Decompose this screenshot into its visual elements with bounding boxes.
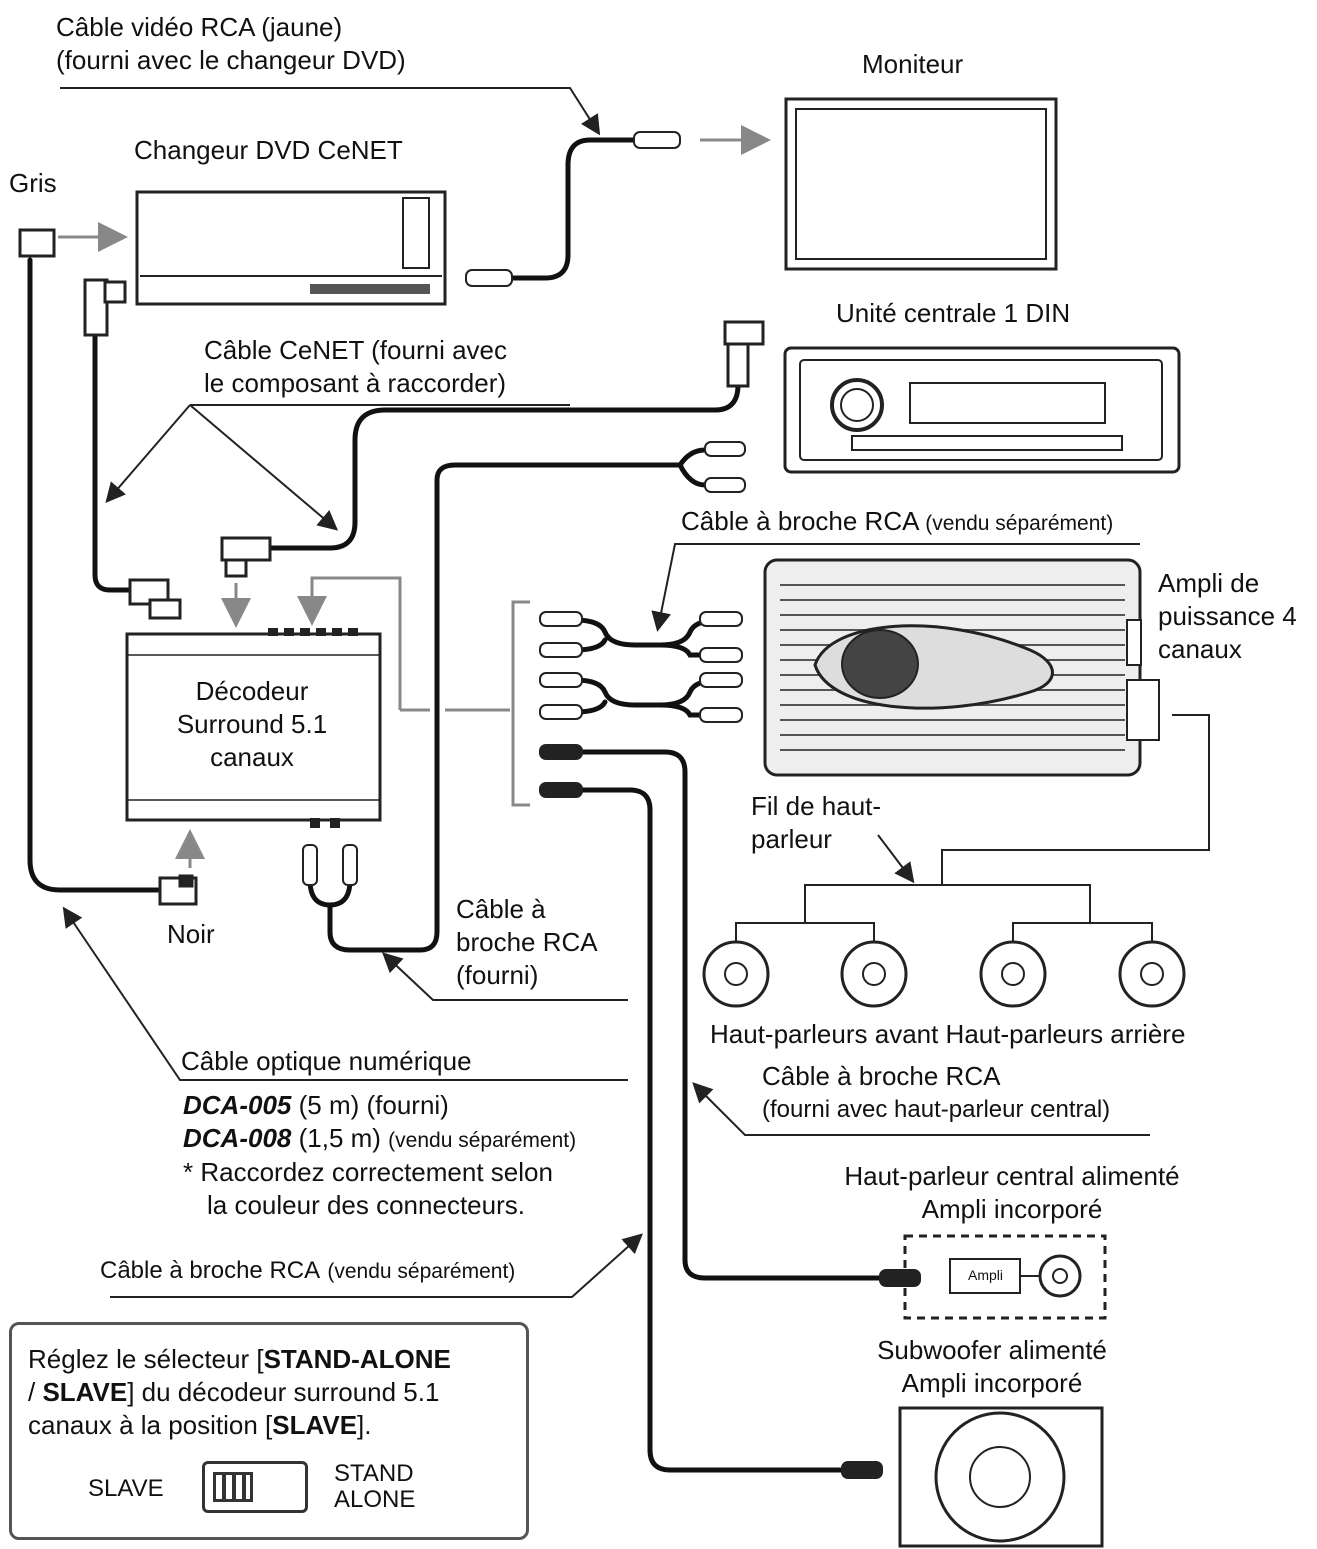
decoder-label: Décodeur Surround 5.1 canaux (127, 675, 377, 774)
stand-alone-label: STAND ALONE (334, 1461, 415, 1513)
dca008-sold-separately: (vendu séparément) (388, 1129, 577, 1152)
ampli-tag: Ampli (968, 1267, 1004, 1283)
subwoofer-label: Subwoofer alimenté Ampli incorporé (842, 1334, 1142, 1400)
speaker-wire-tree (735, 714, 1210, 942)
dca005-model: DCA-005 (183, 1090, 292, 1120)
dca008-label: DCA-008 (1,5 m) (vendu séparément) (183, 1122, 576, 1157)
rca-video-cable-label: Câble vidéo RCA (jaune) (fourni avec le … (56, 11, 406, 77)
rca-pin-cable-bottom-sub: (vendu séparément) (327, 1260, 516, 1283)
slave-setting-text: Réglez le sélecteur [STAND-ALONE / SLAVE… (28, 1343, 451, 1442)
leader-lines (60, 87, 1150, 1298)
speaker-wire-line1: Fil de haut- (751, 791, 882, 821)
center-speaker-label: Haut-parleur central alimenté Ampli inco… (812, 1160, 1212, 1226)
amplifier-device (763, 558, 1160, 777)
note-line2: / SLAVE] du décodeur surround 5.1 (28, 1377, 440, 1407)
amplifier-line2: puissance 4 (1158, 601, 1297, 631)
signal-arrows (58, 125, 771, 868)
monitor-device (784, 97, 1058, 271)
color-note-line2: la couleur des connecteurs. (207, 1190, 525, 1220)
dca005-label: DCA-005 (5 m) (fourni) (183, 1089, 449, 1122)
head-unit-label: Unité centrale 1 DIN (836, 298, 1071, 328)
subwoofer-line2: Ampli incorporé (901, 1368, 1083, 1398)
rca-video-cable-line1: Câble vidéo RCA (jaune) (56, 12, 343, 42)
rca-pin-cable-top-main: Câble à broche RCA (681, 506, 919, 536)
speaker-wire-label: Fil de haut- parleur (751, 790, 881, 856)
color-note-label: * Raccordez correctement selon la couleu… (183, 1156, 553, 1222)
rca-supplied-line1: Câble à (456, 894, 546, 924)
optical-cable-label: Câble optique numérique (181, 1046, 472, 1076)
gray-label: Gris (9, 168, 57, 198)
head-unit-device (783, 346, 1181, 474)
cenet-cable-line1: Câble CeNET (fourni avec (204, 335, 507, 365)
subwoofer-line1: Subwoofer alimenté (877, 1335, 1107, 1365)
rca-video-cable-line2: (fourni avec le changeur DVD) (56, 45, 406, 75)
slave-label: SLAVE (88, 1475, 164, 1502)
center-speaker-line2: Ampli incorporé (921, 1194, 1103, 1224)
subwoofer (898, 1406, 1104, 1548)
dvd-changer-label: Changeur DVD CeNET (134, 135, 403, 165)
speaker-wire-line2: parleur (751, 824, 832, 854)
rca-supplied-line2: broche RCA (456, 927, 598, 957)
rca-pin-cable-bottom-main: Câble à broche RCA (100, 1257, 321, 1284)
dca008-model: DCA-008 (183, 1123, 292, 1153)
decoder-line1: Décodeur (195, 676, 309, 706)
amplifier-line1: Ampli de (1158, 568, 1260, 598)
rca-center-cable-label: Câble à broche RCA (fourni avec haut-par… (762, 1060, 1110, 1126)
amplifier-label: Ampli de puissance 4 canaux (1158, 567, 1297, 666)
monitor-label: Moniteur (862, 49, 964, 79)
rca-center-cable-line2: (fourni avec haut-parleur central) (762, 1096, 1111, 1123)
rca-pin-cable-top-label: Câble à broche RCA (vendu séparément) (681, 505, 1113, 540)
front-rear-speakers-label: Haut-parleurs avant Haut-parleurs arrièr… (710, 1019, 1186, 1049)
selector-switch-knob (213, 1472, 253, 1502)
dca005-rest: (5 m) (fourni) (291, 1090, 449, 1120)
alone-label: ALONE (334, 1486, 416, 1513)
decoder-line3: canaux (210, 742, 294, 772)
stand-label: STAND (334, 1460, 414, 1487)
rca-pin-cable-top-sub: (vendu séparément) (925, 512, 1114, 535)
slave-setting-note: Réglez le sélecteur [STAND-ALONE / SLAVE… (9, 1322, 529, 1540)
color-note-line1: * Raccordez correctement selon (183, 1157, 553, 1187)
cenet-cable-label: Câble CeNET (fourni avec le composant à … (204, 334, 507, 400)
dvd-changer-device (135, 190, 447, 306)
note-line3: canaux à la position [SLAVE]. (28, 1410, 372, 1440)
center-speaker-line1: Haut-parleur central alimenté (844, 1161, 1180, 1191)
rca-plugs (302, 131, 921, 1479)
speakers-front-rear (702, 940, 1186, 1008)
amplifier-line3: canaux (1158, 634, 1242, 664)
rca-center-cable-line1: Câble à broche RCA (762, 1061, 1001, 1091)
cenet-optical-plugs (18, 228, 765, 906)
cenet-cable-line2: le composant à raccorder) (204, 368, 507, 398)
decoder-device (125, 628, 382, 828)
selector-switch (202, 1461, 308, 1513)
rca-supplied-line3: (fourni) (456, 960, 539, 990)
note-line1: Réglez le sélecteur [STAND-ALONE (28, 1344, 451, 1374)
black-label: Noir (167, 919, 215, 949)
rca-supplied-label: Câble à broche RCA (fourni) (456, 893, 598, 992)
center-speaker (903, 1234, 1107, 1320)
dca008-length: (1,5 m) (291, 1123, 389, 1153)
decoder-line2: Surround 5.1 (176, 709, 328, 739)
rca-pin-cable-bottom-label: Câble à broche RCA (vendu séparément) (100, 1253, 515, 1288)
